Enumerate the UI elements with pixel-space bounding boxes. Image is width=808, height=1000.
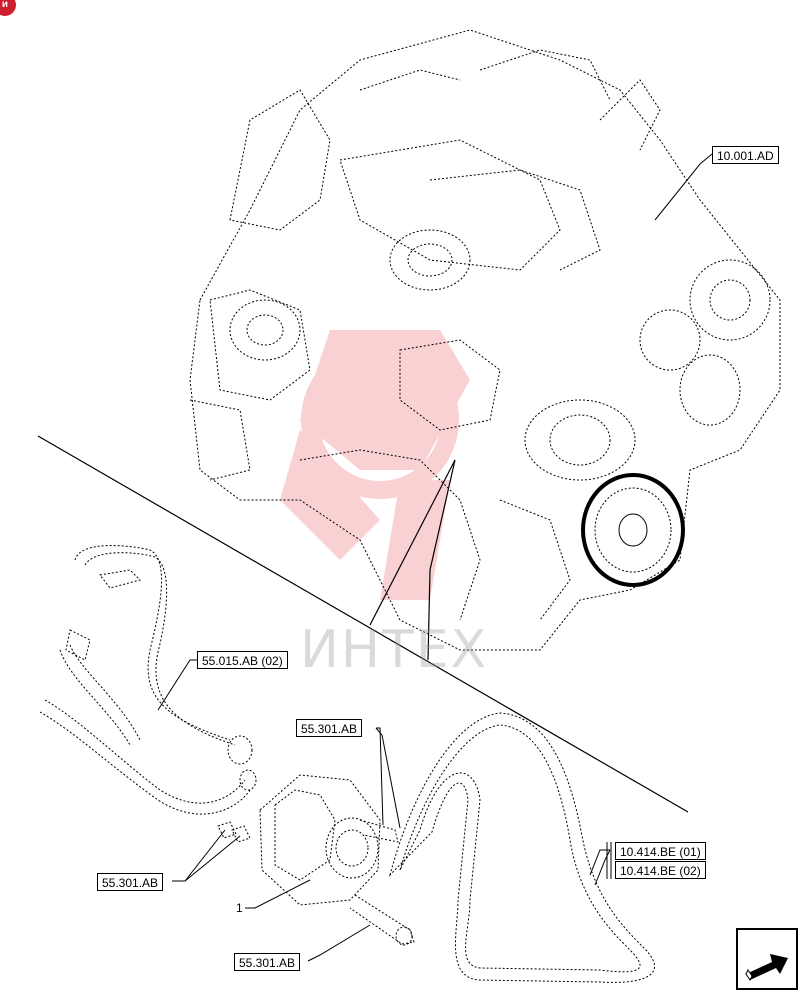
callout-harness-ref[interactable]: 55.015.AB (02) [197,651,288,669]
corner-badge: и [0,0,16,16]
watermark-logo [280,330,470,600]
alternator [217,774,415,946]
leader-lines [157,153,713,962]
page-nav-arrow-icon[interactable] [736,928,798,990]
item-number-label: 1 [236,901,243,915]
crank-pulley [581,473,685,587]
callout-bottom-bolt-ref[interactable]: 55.301.AB [234,953,301,971]
callout-belt-ref-2[interactable]: 10.414.BE (02) [615,861,706,879]
arrow-glyph-icon [745,954,788,981]
engine-assembly [189,29,781,651]
callout-left-nut-ref[interactable]: 55.301.AB [97,873,164,891]
belt-callout-bracket [606,842,612,879]
watermark-text: ИНТЕХ [300,620,489,680]
callout-top-bolt-ref[interactable]: 55.301.AB [296,719,363,737]
section-lines [37,435,689,813]
drive-belt [389,712,655,983]
wiring-harness [39,545,257,815]
callout-engine-ref[interactable]: 10.001.AD [712,146,779,164]
callout-belt-ref-1[interactable]: 10.414.BE (01) [615,842,706,860]
